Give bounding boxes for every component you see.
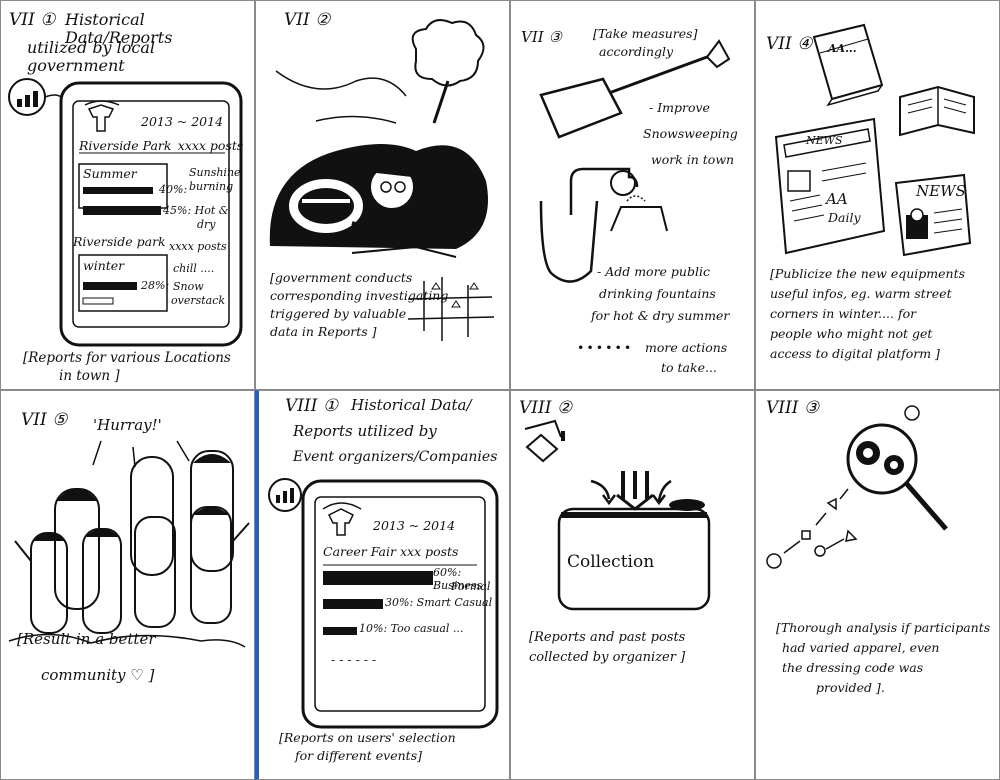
measures-sketch — [511, 1, 755, 390]
bar-label: 30%: Smart Casual — [385, 596, 493, 609]
caption: had varied apparel, even — [782, 640, 940, 655]
collection-box-label: Collection — [567, 552, 655, 572]
book-title: AA... — [828, 42, 857, 55]
caption: the dressing code was — [782, 660, 924, 675]
bar-label: Formal — [451, 580, 491, 593]
bar-label: 60%: Business — [433, 566, 483, 592]
caption: [Result in a better — [17, 630, 156, 648]
caption: [Reports and past posts — [529, 630, 686, 645]
ellipsis-dots: •••••• — [577, 340, 634, 355]
panel-vii-1: VII ① Historical Data/Reports utilized b… — [0, 0, 255, 390]
news-header: NEWS — [806, 134, 843, 147]
bar-label: 45%: Hot & — [163, 204, 229, 217]
caption: access to digital platform ] — [770, 346, 940, 361]
caption: [Reports for various Locations — [23, 350, 231, 366]
publicize-sketch — [756, 1, 1000, 390]
bar-label: dry — [197, 218, 216, 231]
bar-label: chill .... — [173, 262, 215, 275]
caption: triggered by valuable — [270, 306, 407, 321]
panel-label: VIII ① — [285, 396, 339, 416]
panel-viii-2: VIII ② Collection [Reports and past post… — [510, 390, 755, 780]
measure-note: work in town — [651, 152, 735, 167]
measure-note: - Add more public — [597, 264, 710, 279]
report-years: 2013 ~ 2014 — [373, 518, 456, 533]
tablet-sketch — [1, 1, 255, 390]
tablet-sketch — [259, 391, 510, 780]
measure-note: to take... — [661, 360, 717, 375]
caption: for different events] — [295, 748, 422, 763]
caption: [government conducts — [270, 270, 413, 285]
panel-label: VII ③ — [521, 28, 562, 46]
measure-note: Snowsweeping — [643, 126, 738, 141]
bar-percent: 40%: — [159, 183, 188, 196]
caption: corresponding investigating — [270, 288, 449, 303]
report-years: 2013 ~ 2014 — [141, 114, 224, 129]
bar-label: overstack — [171, 294, 226, 307]
panel-vii-3: VII ③ [Take measures] accordingly - Impr… — [510, 0, 755, 390]
caption: community ♡ ] — [41, 666, 155, 684]
report-location: Riverside park — [73, 234, 166, 249]
placeholder-dashes: - - - - - - — [331, 652, 377, 667]
panel-title-line2: utilized by local government — [27, 38, 156, 76]
caption: data in Reports ] — [270, 324, 377, 339]
caption: corners in winter.... for — [770, 306, 917, 321]
panel-label: VII ① — [9, 10, 56, 30]
measure-note: - Improve — [649, 100, 710, 115]
investigation-sketch — [269, 1, 510, 390]
caption: useful infos, eg. warm street — [770, 286, 952, 301]
report-location: Riverside Park_xxxx posts — [79, 138, 244, 153]
measure-note: for hot & dry summer — [591, 308, 730, 323]
measure-note: drinking fountains — [599, 286, 716, 301]
measure-note: more actions — [645, 340, 728, 355]
bar-label: Snow — [173, 280, 204, 293]
cheer-text: 'Hurray!' — [93, 416, 162, 434]
panel-vii-5: VII ⑤ 'Hurray!' [Result in a better comm… — [0, 390, 255, 780]
panel-title: Historical Data/ — [351, 396, 472, 414]
news-header: NEWS — [916, 182, 966, 200]
panel-label: VIII ③ — [766, 398, 820, 418]
panel-vii-4: VII ④ AA... NEWS AA Daily NEWS [Publiciz… — [755, 0, 1000, 390]
panel-title-line2: Reports utilized by — [293, 422, 437, 440]
panel-label: VII ④ — [766, 34, 813, 54]
panel-title-line3: Event organizers/Companies — [293, 449, 498, 465]
panel-viii-1: VIII ① Historical Data/ Reports utilized… — [255, 390, 510, 780]
event-name: Career Fair xxx posts — [323, 544, 459, 559]
panel-label: VIII ② — [519, 398, 573, 418]
panel-label: VII ② — [284, 10, 331, 30]
panel-title-line2: accordingly — [599, 44, 674, 59]
analysis-sketch — [756, 391, 1000, 780]
caption: [Reports on users' selection — [279, 730, 456, 745]
bar-label: Sunshine — [189, 166, 241, 179]
panel-vii-2: VII ② [government conducts corresponding… — [255, 0, 510, 390]
panel-viii-3: VIII ③ [Thorough analysis if participant… — [755, 390, 1000, 780]
caption: provided ]. — [816, 680, 885, 695]
caption: collected by organizer ] — [529, 650, 686, 665]
bar-percent: 28%: — [141, 279, 170, 292]
caption: [Publicize the new equipments — [770, 266, 966, 281]
community-sketch — [1, 391, 255, 780]
newspaper-title: AA — [826, 190, 848, 208]
panel-title: [Take measures] — [593, 26, 698, 41]
bar-label: burning — [189, 180, 234, 193]
caption: people who might not get — [770, 326, 933, 341]
newspaper-title: Daily — [828, 210, 861, 225]
panel-title: Historical Data/Reports — [65, 10, 173, 48]
caption: in town ] — [59, 368, 120, 384]
caption: [Thorough analysis if participants — [776, 620, 991, 635]
season-label: winter — [83, 258, 125, 273]
report-posts: xxxx posts — [169, 240, 227, 253]
panel-label: VII ⑤ — [21, 410, 68, 430]
season-label: Summer — [83, 166, 137, 181]
collection-sketch — [511, 391, 755, 780]
bar-label: 10%: Too casual ... — [359, 622, 464, 635]
